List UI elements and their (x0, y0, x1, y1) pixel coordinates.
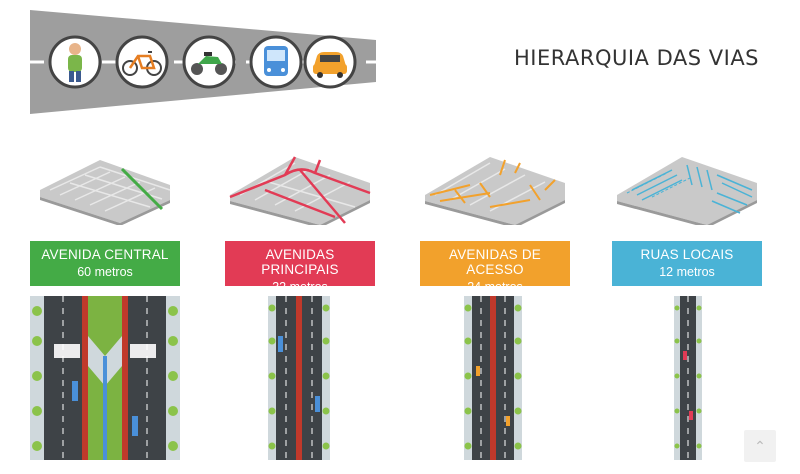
road-section-central (30, 296, 180, 460)
category-name: AVENIDAS DE ACESSO (449, 247, 541, 277)
label-avenidas-principais: AVENIDAS PRINCIPAIS 32 metros (225, 241, 375, 294)
category-name: RUAS LOCAIS (640, 247, 734, 262)
bicycle-icon (115, 35, 169, 89)
road-section-principais (268, 296, 330, 460)
map-thumbnail-acesso (425, 157, 565, 225)
category-name: AVENIDAS PRINCIPAIS (261, 247, 339, 277)
category-width: 32 metros (272, 280, 328, 294)
scroll-top-button[interactable]: ⌃ (744, 430, 776, 462)
label-avenidas-acesso: AVENIDAS DE ACESSO 24 metros (420, 241, 570, 294)
car-icon (303, 35, 357, 89)
label-avenida-central: AVENIDA CENTRAL 60 metros (30, 241, 180, 286)
map-thumbnail-locais (617, 157, 757, 225)
map-thumbnail-principais (229, 156, 371, 225)
chevron-up-icon: ⌃ (754, 438, 766, 454)
category-width: 60 metros (77, 265, 133, 279)
category-width: 12 metros (659, 265, 715, 279)
category-name: AVENIDA CENTRAL (41, 247, 169, 262)
label-ruas-locais: RUAS LOCAIS 12 metros (612, 241, 762, 286)
road-section-acesso (464, 296, 522, 460)
bus-icon (249, 35, 303, 89)
map-thumbnail-central (40, 160, 171, 225)
category-width: 24 metros (467, 280, 523, 294)
road-banner (30, 10, 376, 114)
page-title: HIERARQUIA DAS VIAS (514, 46, 760, 70)
motorcycle-icon (182, 35, 236, 89)
road-section-locais (674, 296, 702, 460)
pedestrian-icon (48, 35, 102, 89)
